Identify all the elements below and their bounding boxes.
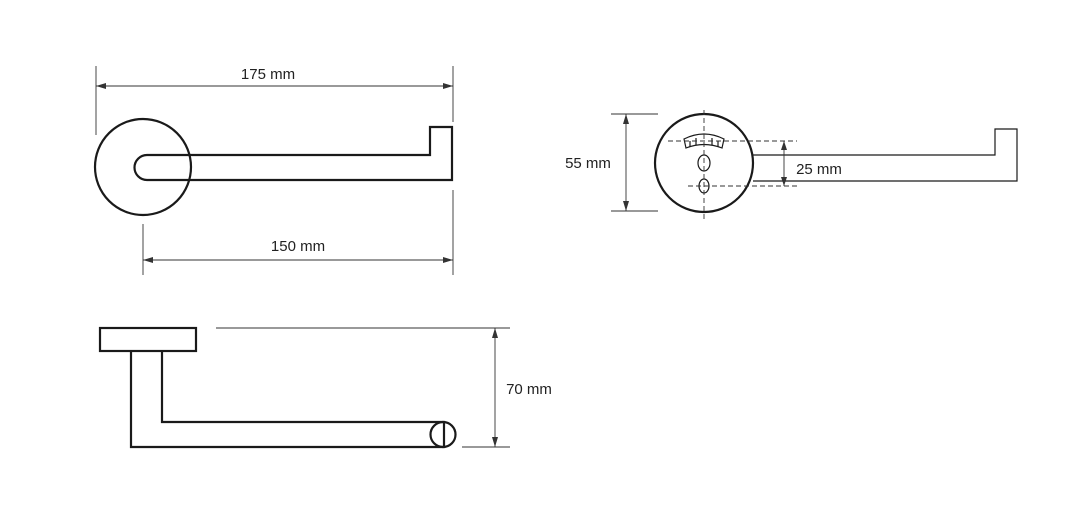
top-view-arm-end: [429, 420, 457, 449]
front-view-holder-arm: [133, 125, 454, 182]
front-view-base-rosette: [93, 117, 193, 217]
arm-length-label: 150 mm: [271, 238, 325, 255]
arm-length-dimension: 150 mm: [142, 190, 454, 275]
hole-spacing-dimension: 25 mm: [781, 141, 842, 186]
top-view-holder-arm: [129, 351, 446, 449]
top-view: 70 mm: [98, 326, 552, 449]
side-view: 55 mm 25 mm: [565, 110, 1018, 222]
overall-length-label: 175 mm: [241, 66, 295, 83]
front-view: 175 mm 150 mm: [93, 66, 454, 275]
projection-label: 70 mm: [506, 381, 552, 398]
side-view-holder-arm: [753, 128, 1018, 182]
hole-spacing-label: 25 mm: [796, 161, 842, 178]
base-diameter-label: 55 mm: [565, 155, 611, 172]
base-diameter-dimension: 55 mm: [565, 113, 658, 212]
top-view-base-plate: [98, 326, 198, 353]
overall-length-dimension: 175 mm: [95, 66, 454, 135]
projection-dimension: 70 mm: [216, 327, 552, 448]
